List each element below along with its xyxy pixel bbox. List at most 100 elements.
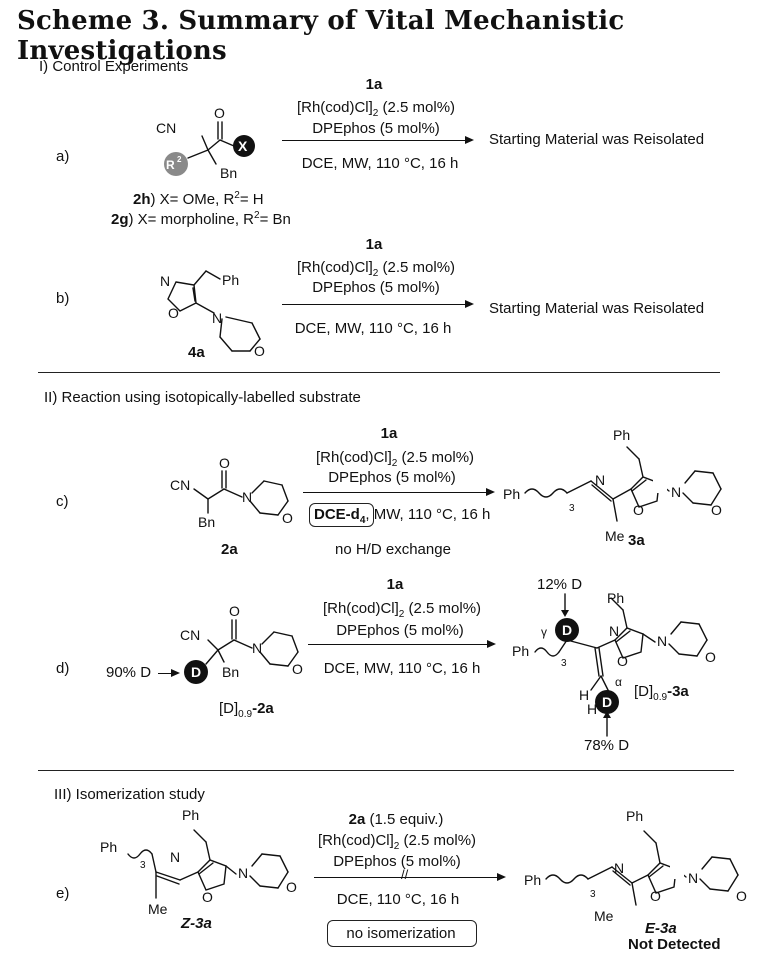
atom-n2-z3a: N — [238, 865, 248, 881]
cond-a-rh: [Rh(cod)Cl]2 (2.5 mol%) — [296, 99, 456, 119]
atom-n2-e3a: N — [688, 870, 698, 886]
atom-d-alpha: D — [602, 694, 612, 710]
atom-bn-2a: Bn — [198, 514, 215, 530]
atom-ph-3a: Ph — [503, 486, 520, 502]
atom-o-d3a: O — [617, 653, 628, 669]
cond-c-ligand: DPEphos (5 mol%) — [328, 469, 456, 486]
atom-r2-sup: 2 — [177, 155, 182, 164]
scheme-title: Scheme 3. Summary of Vital Mechanistic I… — [17, 6, 625, 66]
cond-e-rh: [Rh(cod)Cl]2 (2.5 mol%) — [317, 832, 477, 852]
cond-d-rh: [Rh(cod)Cl]2 (2.5 mol%) — [322, 600, 482, 620]
atom-o-3a: O — [633, 502, 644, 518]
dce-d4-box — [309, 503, 374, 527]
atom-ph-z3a: Ph — [100, 839, 117, 855]
compound-e3a: E-3a — [645, 920, 677, 937]
atom-bn-d2a: Bn — [222, 664, 239, 680]
cond-c-rh: [Rh(cod)Cl]2 (2.5 mol%) — [315, 449, 475, 469]
atom-r2: R — [166, 158, 175, 172]
compound-z3a: Z-3a — [181, 915, 212, 932]
arrow-a — [282, 136, 474, 144]
atom-ph-d3a: Ph — [512, 643, 529, 659]
atom-o2-2a: O — [282, 510, 293, 526]
cond-a-catalyst: 1a — [365, 76, 383, 93]
compound-d-3a: [D]0.9-3a — [634, 683, 689, 703]
compound-2g-line: 2g) X= morpholine, R2= Bn — [111, 210, 291, 228]
atom-ph2-z3a: Ph — [182, 807, 199, 823]
atom-n2-d3a: N — [657, 633, 667, 649]
sub3-e3a: 3 — [590, 889, 596, 900]
alpha-label: α — [615, 675, 622, 689]
label-e: e) — [56, 885, 70, 902]
atom-ph-e3a: Ph — [524, 872, 541, 888]
divider-2 — [38, 770, 734, 771]
molecule-d-2a: D CN O N O Bn — [180, 603, 303, 684]
result-a: Starting Material was Reisolated — [489, 131, 705, 148]
not-detected: Not Detected — [628, 936, 721, 953]
r2-group-ball — [164, 152, 188, 176]
sub3-z3a: 3 — [140, 860, 146, 871]
atom-n-e3a: N — [614, 860, 624, 876]
molecule-e3a: Ph 3 Me Ph N O N O — [524, 808, 747, 924]
cond-e-reagent: 2a (1.5 equiv.) — [348, 811, 444, 828]
cond-c-solvent: DCE-d4, MW, 110 °C, 16 h — [314, 506, 491, 526]
alpha-d-ball — [595, 690, 619, 714]
gamma-label: γ — [541, 625, 547, 639]
arrow-b — [282, 300, 474, 308]
atom-n-3a: N — [595, 472, 605, 488]
atom-h1-d3a: H — [579, 687, 589, 703]
alpha-pct: 78% D — [584, 737, 630, 754]
atom-me-z3a: Me — [148, 901, 168, 917]
compound-2h-line: 2h) X= OMe, R2= H — [133, 190, 264, 208]
sub3-d3a: 3 — [561, 658, 567, 669]
label-c: c) — [56, 493, 69, 510]
atom-n-d2a: N — [252, 640, 262, 656]
cond-e-solvent: DCE, 110 °C, 16 h — [336, 891, 460, 908]
sub3-3a: 3 — [569, 503, 575, 514]
molecule-z3a: Ph 3 Me Ph N O N O — [100, 807, 297, 917]
cond-a-ligand: DPEphos (5 mol%) — [312, 120, 440, 137]
atom-o: O — [214, 105, 225, 121]
compound-3a: 3a — [628, 532, 645, 549]
atom-n-2a: N — [242, 489, 252, 505]
atom-cn-2a: CN — [170, 477, 190, 493]
cond-a-solvent: DCE, MW, 110 °C, 16 h — [301, 155, 459, 172]
divider-1 — [38, 372, 720, 373]
cond-c-note: no H/D exchange — [335, 541, 451, 558]
cond-e-ligand: DPEphos (5 mol%) — [333, 853, 461, 870]
atom-x: X — [238, 138, 248, 154]
compound-2a: 2a — [221, 541, 238, 558]
atom-o2-3a: O — [711, 502, 722, 518]
atom-ph2-d3a: Ph — [607, 590, 624, 606]
label-a: a) — [56, 148, 70, 165]
atom-o2-d3a: O — [705, 649, 716, 665]
cond-d-ligand: DPEphos (5 mol%) — [336, 622, 464, 639]
atom-me-3a: Me — [605, 528, 625, 544]
compound-4a: 4a — [188, 344, 205, 361]
compound-d-2a: [D]0.9-2a — [219, 700, 274, 720]
cond-b-catalyst: 1a — [365, 236, 383, 253]
atom-h2-d3a: H — [587, 701, 597, 717]
atom-ph-4a: Ph — [222, 272, 239, 288]
no-isomerization-box — [327, 920, 477, 947]
molecule-4a: N O N O Ph — [158, 270, 265, 359]
arrow-e — [314, 873, 506, 881]
no-isomerization-text: no isomerization — [346, 925, 456, 942]
atom-cn-d2a: CN — [180, 627, 200, 643]
atom-cn: CN — [156, 120, 176, 136]
atom-bn: Bn — [220, 165, 237, 181]
atom-n-z3a: N — [170, 849, 180, 865]
atom-n-d3a: N — [609, 623, 619, 639]
label-d: d) — [56, 660, 70, 677]
atom-o-z3a: O — [202, 889, 213, 905]
atom-n-4a: N — [160, 273, 170, 289]
atom-d-gamma: D — [562, 622, 572, 638]
atom-o2-4a: O — [254, 343, 265, 359]
atom-o-2a: O — [219, 455, 230, 471]
cond-b-rh: [Rh(cod)Cl]2 (2.5 mol%) — [296, 259, 456, 279]
result-b: Starting Material was Reisolated — [489, 300, 705, 317]
atom-me-e3a: Me — [594, 908, 614, 924]
cond-c-catalyst: 1a — [380, 425, 398, 442]
label-b: b) — [56, 290, 70, 307]
arrow-c — [303, 488, 495, 496]
cond-d-catalyst: 1a — [386, 576, 404, 593]
